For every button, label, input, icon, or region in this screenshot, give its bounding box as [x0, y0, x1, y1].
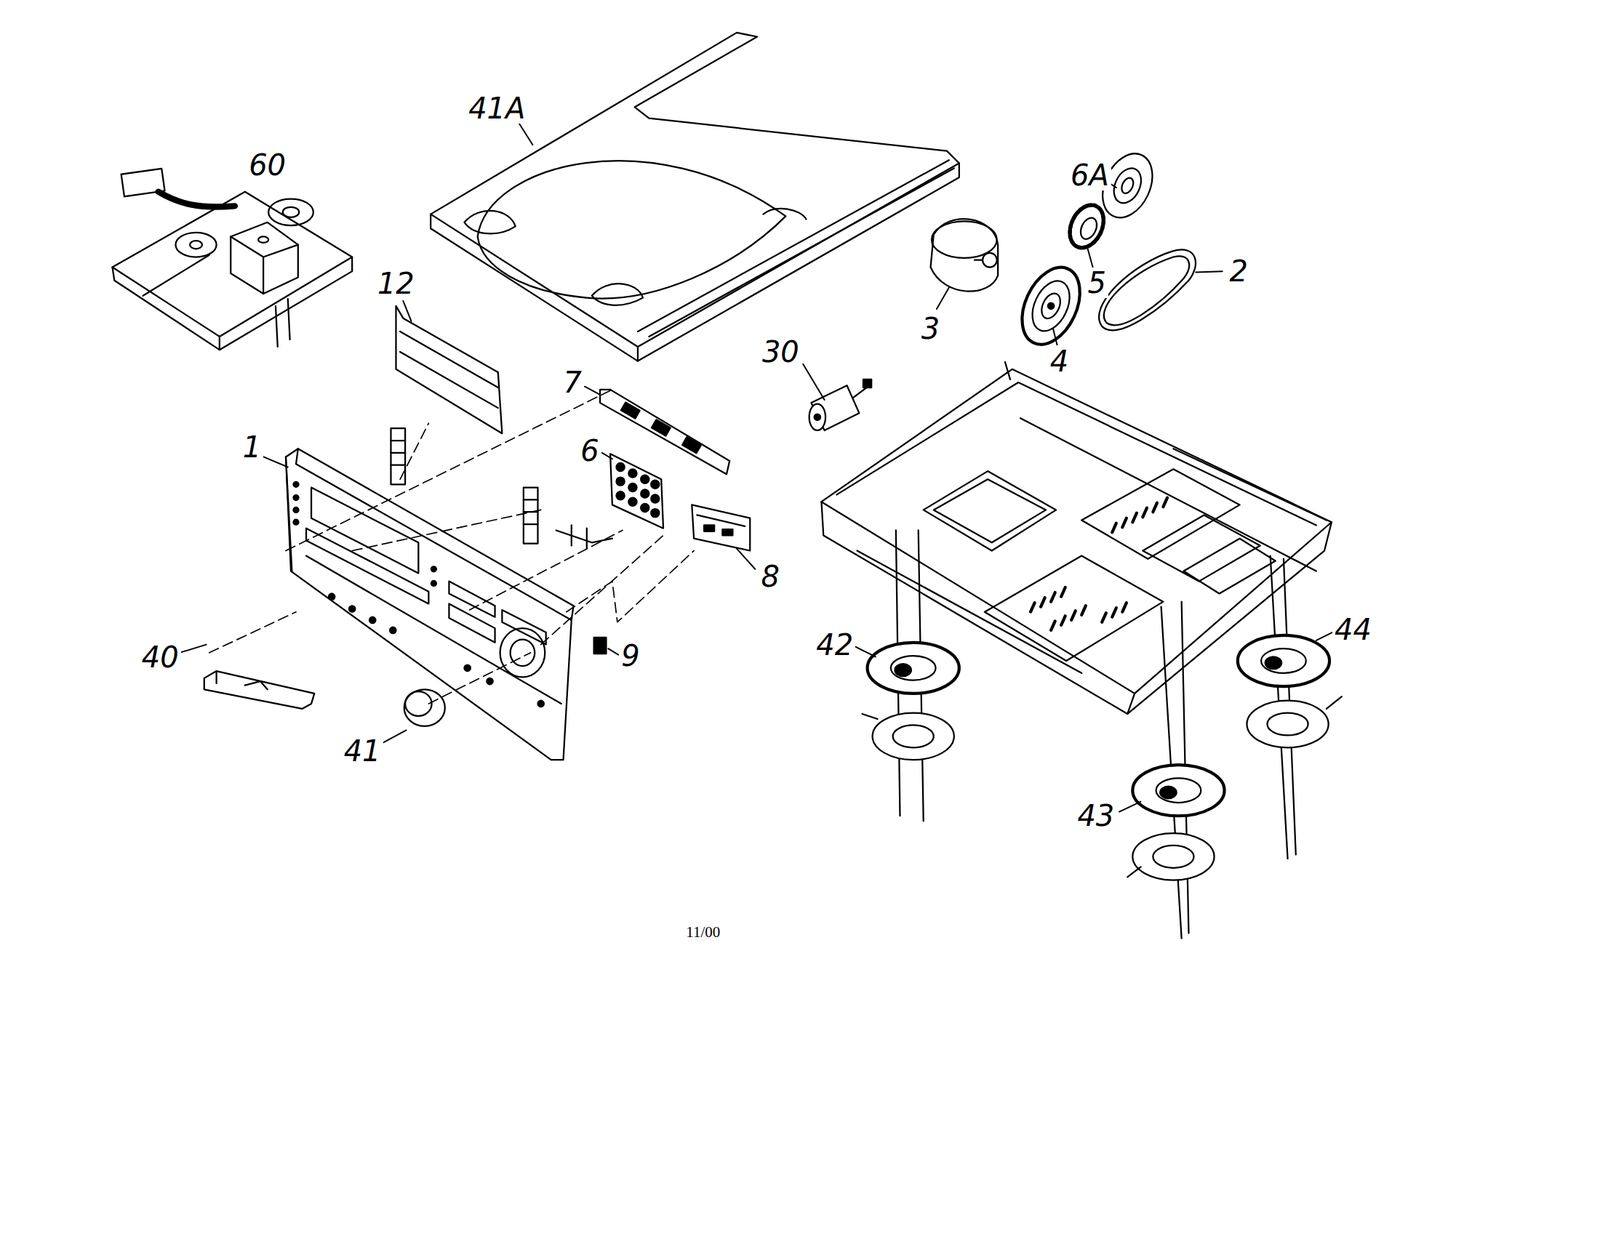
switch-board [691, 504, 750, 551]
callout-number: 7 [560, 367, 584, 398]
callout-number: 3 [919, 313, 942, 344]
callout-number: 42 [813, 629, 856, 661]
knob [404, 689, 446, 727]
feet [862, 530, 1342, 939]
date-stamp: 11/00 [683, 924, 723, 942]
callout-number: 4 [1048, 346, 1071, 377]
leader-lines [179, 122, 1335, 812]
front-panel [285, 448, 574, 760]
callout-number: 5 [1085, 267, 1109, 299]
chassis [821, 362, 1331, 715]
callout-number: 6 [578, 435, 601, 467]
front-bar [204, 671, 315, 710]
callout-number: 8 [759, 561, 782, 592]
optical-pickup [112, 168, 353, 350]
callout-number: 44 [1332, 614, 1374, 646]
callout-number: 43 [1074, 800, 1117, 832]
callout-number: 41A [466, 93, 528, 124]
keypad [610, 453, 664, 528]
callout-number: 30 [760, 336, 802, 368]
callout-number: 41 [341, 736, 384, 767]
callout-number: 40 [139, 642, 182, 673]
belt [1098, 249, 1196, 331]
disc-tray [430, 32, 960, 362]
callout-number: 1 [240, 432, 264, 463]
gear [1010, 258, 1092, 354]
callout-number: 2 [1227, 256, 1251, 287]
callout-number: 6A [1068, 160, 1112, 191]
assembly-lines [209, 389, 694, 704]
drive-motor [930, 218, 999, 292]
small-gear [1063, 200, 1110, 254]
small-part [594, 637, 607, 654]
bracket-plate [395, 306, 502, 434]
callout-number: 12 [375, 268, 417, 299]
callout-number: 9 [618, 640, 642, 672]
callout-number: 60 [246, 149, 288, 181]
motor [809, 379, 872, 431]
